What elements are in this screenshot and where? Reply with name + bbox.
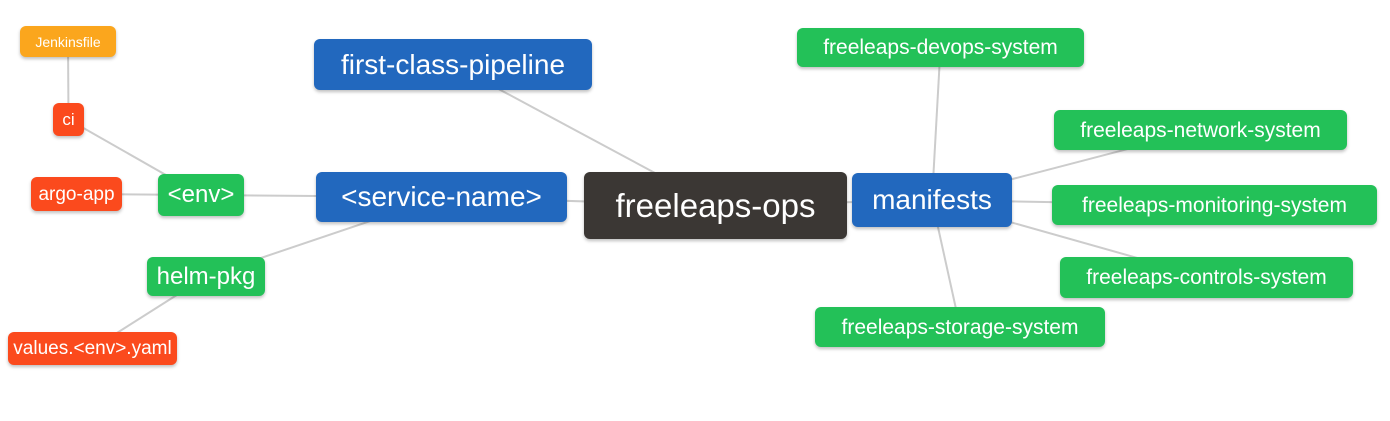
mindmap-node-helm-pkg[interactable]: helm-pkg bbox=[147, 257, 265, 296]
mindmap-node-env[interactable]: <env> bbox=[158, 174, 244, 216]
mindmap-node-argo-app[interactable]: argo-app bbox=[31, 177, 122, 211]
mindmap-node-jenkinsfile[interactable]: Jenkinsfile bbox=[20, 26, 116, 57]
mindmap-node-first-class-pipeline[interactable]: first-class-pipeline bbox=[314, 39, 592, 90]
mindmap-node-freeleaps-monitoring-system[interactable]: freeleaps-monitoring-system bbox=[1052, 185, 1377, 225]
mindmap-node-freeleaps-ops[interactable]: freeleaps-ops bbox=[584, 172, 847, 239]
mindmap-node-ci[interactable]: ci bbox=[53, 103, 84, 136]
mindmap-node-values-env-yaml[interactable]: values.<env>.yaml bbox=[8, 332, 177, 365]
mindmap-node-service-name[interactable]: <service-name> bbox=[316, 172, 567, 222]
mindmap-node-freeleaps-controls-system[interactable]: freeleaps-controls-system bbox=[1060, 257, 1353, 298]
mindmap-node-freeleaps-storage-system[interactable]: freeleaps-storage-system bbox=[815, 307, 1105, 347]
mindmap-node-freeleaps-network-system[interactable]: freeleaps-network-system bbox=[1054, 110, 1347, 150]
mindmap-node-manifests[interactable]: manifests bbox=[852, 173, 1012, 227]
mindmap-node-freeleaps-devops-system[interactable]: freeleaps-devops-system bbox=[797, 28, 1084, 67]
